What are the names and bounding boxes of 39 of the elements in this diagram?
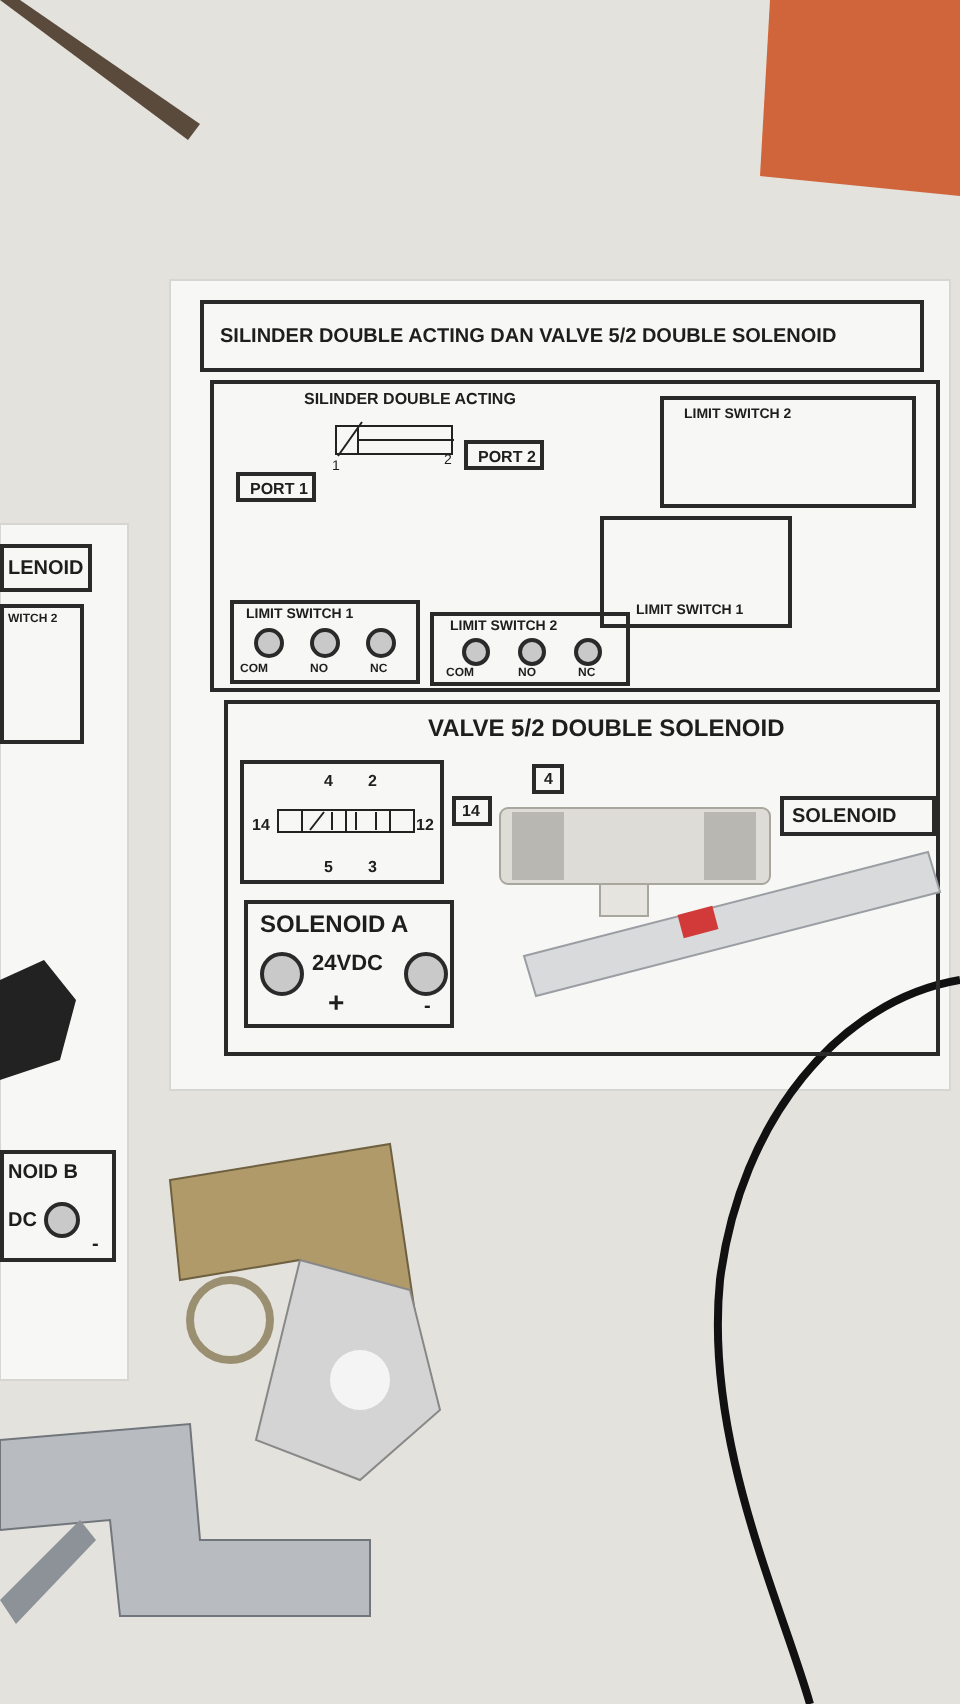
port-number: 3: [368, 860, 377, 878]
port-label-box: [532, 764, 564, 794]
solenoid-terminal-panel: [0, 1150, 116, 1262]
panel-heading: SOLENOID A: [260, 912, 409, 939]
panel-heading: VALVE 5/2 DOUBLE SOLENOID: [428, 716, 785, 743]
port-number: 14: [252, 818, 270, 836]
board-title: LENOID: [8, 558, 84, 580]
port-label-box: [464, 440, 544, 470]
cylinder-panel: [210, 380, 940, 692]
limit-switch-box: [600, 516, 792, 628]
port-number: 5: [324, 860, 333, 878]
limit-switch-box: [0, 604, 84, 744]
panel-heading: SILINDER DOUBLE ACTING: [304, 392, 516, 410]
port-label-box: [452, 796, 492, 826]
port-label: 4: [544, 772, 553, 790]
panel-heading: NOID B: [8, 1162, 78, 1184]
solenoid-label-box: [780, 796, 936, 836]
solenoid-terminal-panel: [244, 900, 454, 1028]
panel-heading: SOLENOID: [792, 806, 897, 828]
terminal-panel: [230, 600, 420, 684]
port-label: PORT 1: [250, 482, 308, 500]
terminal-label: +: [328, 988, 345, 1019]
port-label-box: [236, 472, 316, 502]
title-box: [200, 300, 924, 372]
terminal-label: DC: [8, 1210, 37, 1232]
terminal-label: -: [424, 996, 431, 1018]
terminal-label: -: [92, 1234, 99, 1256]
terminal-label: 24VDC: [312, 952, 383, 977]
terminal-panel: [430, 612, 630, 686]
port-number: 2: [368, 774, 377, 792]
valve-symbol-box: [240, 760, 444, 884]
port-label: PORT 2: [478, 450, 536, 468]
limit-switch-box: [660, 396, 916, 508]
port-label: 14: [462, 804, 480, 822]
port-number: 4: [324, 774, 333, 792]
board-title: SILINDER DOUBLE ACTING DAN VALVE 5/2 DOUBLE SOLENOID: [220, 326, 837, 348]
port-number: 12: [416, 818, 434, 836]
title-box: [0, 544, 92, 592]
valve-panel: [224, 700, 940, 1056]
